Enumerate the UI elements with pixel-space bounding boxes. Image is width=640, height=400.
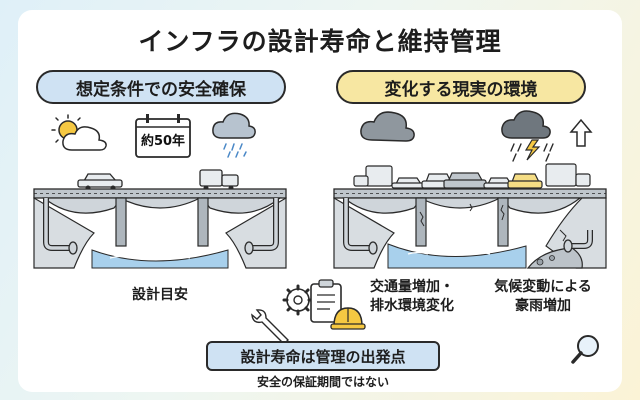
storm-cloud-icon [360,111,415,142]
wrench-icon [251,309,289,345]
left-panel-heading: 想定条件での安全確保 [36,70,286,104]
sun-cloud-icon [51,114,107,151]
page-title: インフラの設計寿命と維持管理 [138,27,502,56]
right-bridge [333,163,607,269]
helmet-icon [330,307,366,330]
calendar-icon [135,114,191,158]
climate-rain-label: 気候変動による 豪雨増加 [494,279,592,314]
traffic-jam [353,163,591,189]
magnifier-icon [571,335,599,364]
rain-cloud-icon [212,112,256,158]
left-bridge [33,169,287,269]
clipboard-icon [310,279,342,323]
lightning-cloud-icon [501,110,554,162]
design-life-note: 安全の保証期間ではない [256,375,389,389]
right-panel-heading: 変化する現実の環境 [336,70,586,104]
gear-icon [282,284,314,316]
traffic-drainage-label: 交通量増加・ 排水環境変化 [370,279,454,314]
calendar-label: 約50年 [140,134,186,149]
truck-icon [199,169,239,191]
left-panel-label: 設計目安 [132,287,188,303]
car-icon [77,173,123,191]
arrow-up-icon [569,118,593,147]
design-life-callout: 設計寿命は管理の出発点 [206,341,440,371]
